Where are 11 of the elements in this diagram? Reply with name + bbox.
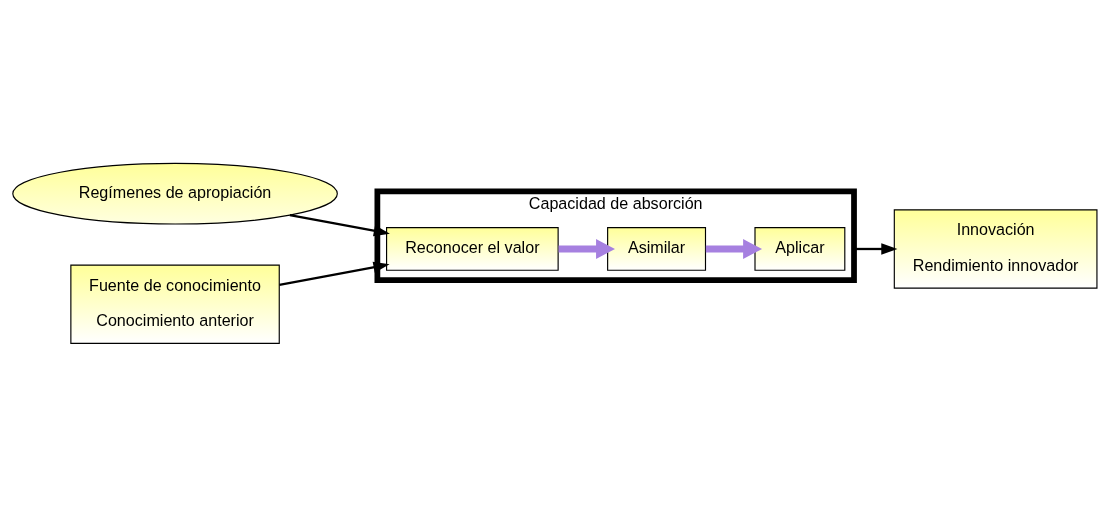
node-box: Innovación Rendimiento innovador — [893, 208, 1098, 289]
node-ellipse: Regímenes de apropiación — [12, 162, 338, 225]
arrow — [279, 261, 390, 286]
arrow — [854, 242, 898, 255]
node-box: Aplicar — [754, 226, 846, 271]
node-box: Fuente de conocimiento Conocimiento anterior — [70, 264, 280, 344]
arrow — [289, 213, 390, 236]
arrow — [705, 238, 763, 259]
node-box: Asimilar — [607, 226, 707, 271]
node-box: Reconocer el valor — [386, 226, 559, 271]
arrow — [558, 238, 615, 259]
